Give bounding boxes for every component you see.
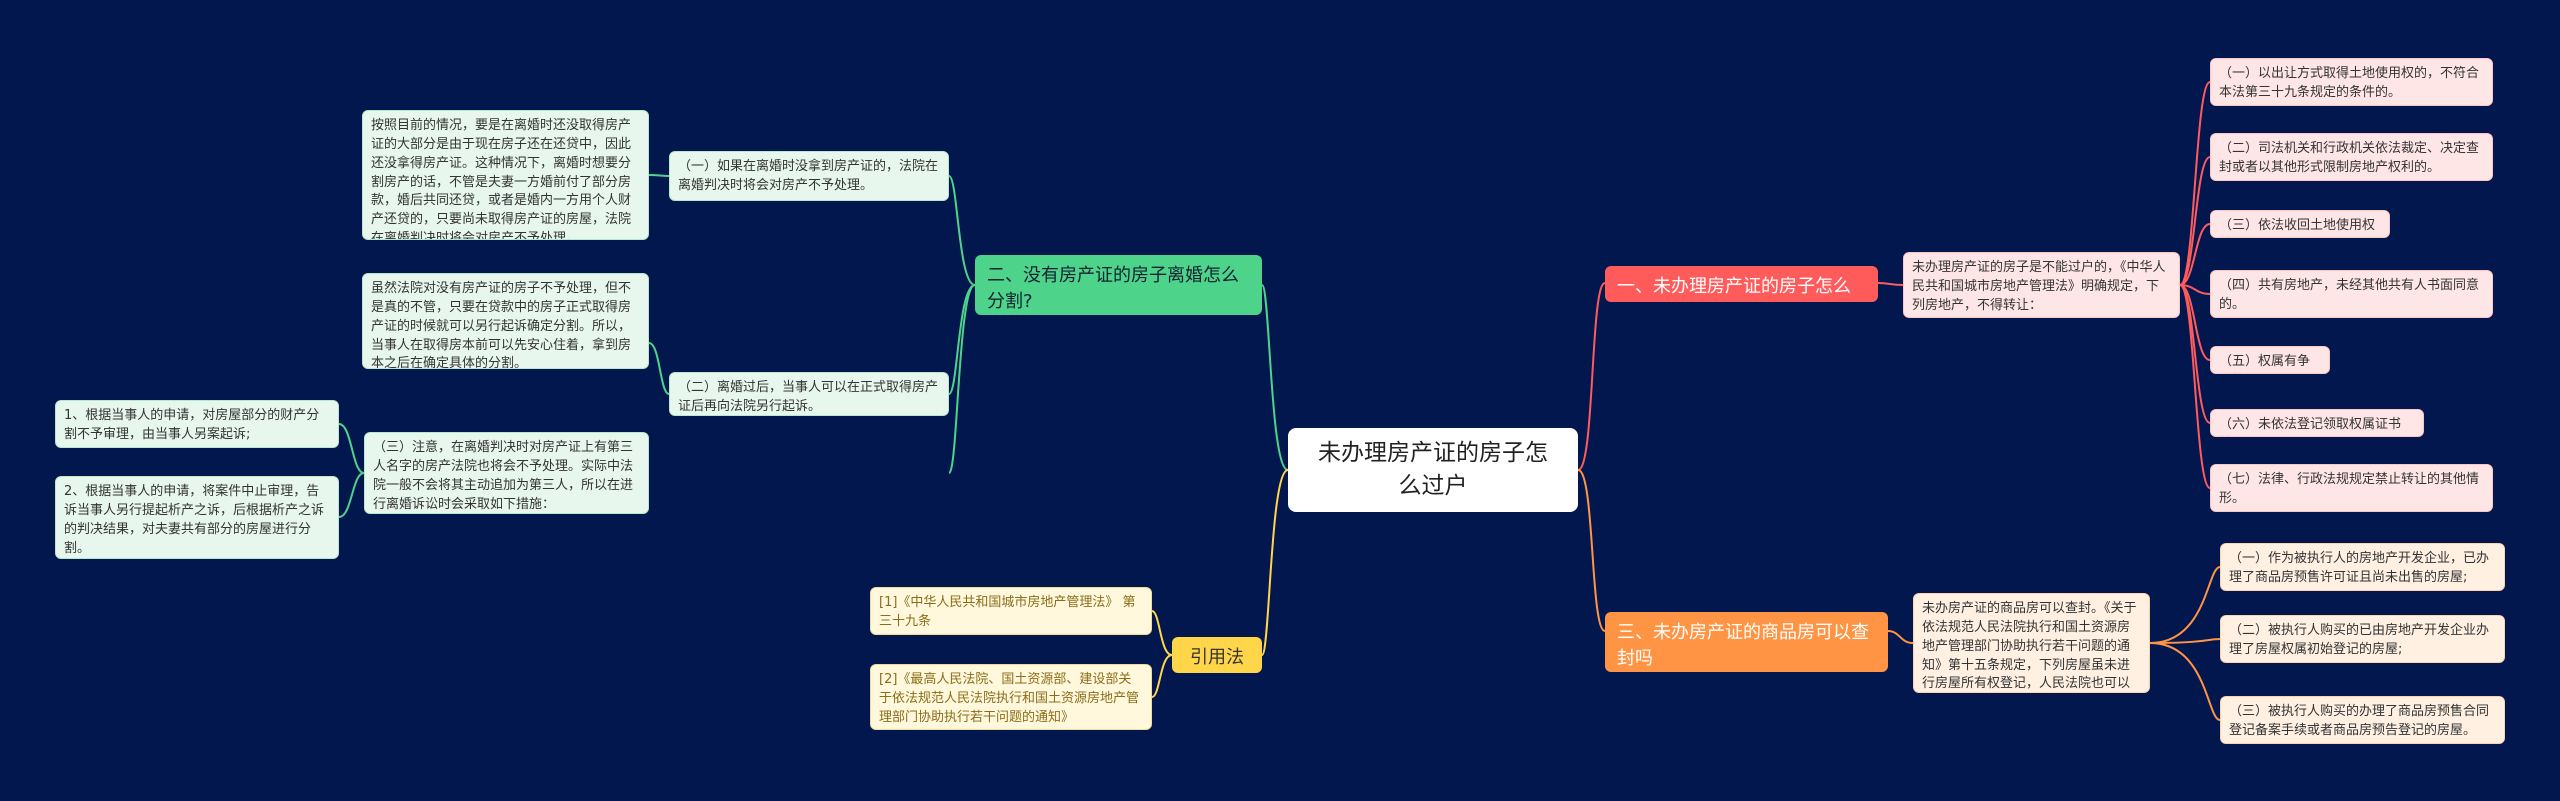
transfer-item-4[interactable]: （四）共有房地产，未经其他共有人书面同意的。: [2210, 270, 2493, 318]
divorce-detail-4-text: 2、根据当事人的申请，将案件中止审理，告诉当事人另行提起析产之诉，后根据析产之诉…: [64, 484, 325, 556]
branch-divorce[interactable]: 二、没有房产证的房子离婚怎么分割?: [975, 255, 1262, 315]
law-item-2[interactable]: [2]《最高人民法院、国土资源部、建设部关于依法规范人民法院执行和国土资源房地产…: [870, 664, 1152, 730]
seal-item-3[interactable]: （三）被执行人购买的办理了商品房预售合同登记备案手续或者商品房预告登记的房屋。: [2220, 696, 2505, 744]
transfer-item-3-text: （三）依法收回土地使用权的。: [2219, 218, 2376, 237]
transfer-item-1-text: （一）以出让方式取得土地使用权的，不符合本法第三十九条规定的条件的。: [2219, 66, 2480, 100]
branch-transfer[interactable]: 一、未办理房产证的房子怎么过户: [1605, 266, 1878, 302]
transfer-item-6[interactable]: （六）未依法登记领取权属证书的。: [2210, 409, 2424, 437]
transfer-item-6-text: （六）未依法登记领取权属证书的。: [2219, 417, 2402, 436]
divorce-item-2[interactable]: （二）离婚过后，当事人可以在正式取得房产证后再向法院另行起诉。: [669, 372, 949, 416]
transfer-item-5-text: （五）权属有争议的。: [2219, 354, 2311, 373]
divorce-detail-2[interactable]: 虽然法院对没有房产证的房子不予处理，但不是真的不管，只要在贷款中的房子正式取得房…: [362, 273, 649, 369]
divorce-detail-1-text: 按照目前的情况，要是在离婚时还没取得房产证的大部分是由于现在房子还在还贷中，因此…: [371, 118, 632, 240]
branch-transfer-title: 一、未办理房产证的房子怎么过户: [1617, 276, 1851, 297]
transfer-item-7[interactable]: （七）法律、行政法规规定禁止转让的其他情形。: [2210, 464, 2493, 512]
root-title: 未办理房产证的房子怎么过户: [1318, 439, 1548, 499]
transfer-summary[interactable]: 未办理房产证的房子是不能过户的，《中华人民共和国城市房地产管理法》明确规定，下列…: [1903, 252, 2180, 318]
divorce-detail-2-text: 虽然法院对没有房产证的房子不予处理，但不是真的不管，只要在贷款中的房子正式取得房…: [371, 281, 632, 369]
divorce-item-1[interactable]: （一）如果在离婚时没拿到房产证的，法院在离婚判决时将会对房产不予处理。: [669, 151, 949, 201]
transfer-item-7-text: （七）法律、行政法规规定禁止转让的其他情形。: [2219, 472, 2480, 506]
law-item-1[interactable]: [1]《中华人民共和国城市房地产管理法》 第三十九条: [870, 587, 1152, 635]
transfer-summary-text: 未办理房产证的房子是不能过户的，《中华人民共和国城市房地产管理法》明确规定，下列…: [1912, 260, 2166, 313]
transfer-item-4-text: （四）共有房地产，未经其他共有人书面同意的。: [2219, 278, 2480, 312]
divorce-detail-4[interactable]: 2、根据当事人的申请，将案件中止审理，告诉当事人另行提起析产之诉，后根据析产之诉…: [55, 476, 339, 559]
seal-item-1[interactable]: （一）作为被执行人的房地产开发企业，已办理了商品房预售许可证且尚未出售的房屋;: [2220, 543, 2505, 591]
divorce-item-2-text: （二）离婚过后，当事人可以在正式取得房产证后再向法院另行起诉。: [678, 380, 939, 414]
seal-item-2-text: （二）被执行人购买的已由房地产开发企业办理了房屋权属初始登记的房屋;: [2229, 623, 2490, 657]
law-item-2-text: [2]《最高人民法院、国土资源部、建设部关于依法规范人民法院执行和国土资源房地产…: [879, 672, 1140, 725]
divorce-item-3-text: （三）注意，在离婚判决时对房产证上有第三人名字的房产法院也将会不予处理。实际中法…: [373, 440, 634, 512]
transfer-item-5[interactable]: （五）权属有争议的。: [2210, 346, 2330, 374]
root-topic[interactable]: 未办理房产证的房子怎么过户: [1288, 428, 1578, 512]
divorce-detail-3-text: 1、根据当事人的申请，对房屋部分的财产分割不予审理，由当事人另案起诉;: [64, 408, 320, 442]
branch-laws-title: 引用法条: [1190, 647, 1244, 668]
branch-seal-title: 三、未办房产证的商品房可以查封吗: [1617, 622, 1869, 670]
transfer-item-2[interactable]: （二）司法机关和行政机关依法裁定、决定查封或者以其他形式限制房地产权利的。: [2210, 133, 2493, 181]
seal-summary[interactable]: 未办房产证的商品房可以查封。《关于依法规范人民法院执行和国土资源房地产管理部门协…: [1913, 593, 2150, 693]
transfer-item-2-text: （二）司法机关和行政机关依法裁定、决定查封或者以其他形式限制房地产权利的。: [2219, 141, 2480, 175]
transfer-item-1[interactable]: （一）以出让方式取得土地使用权的，不符合本法第三十九条规定的条件的。: [2210, 58, 2493, 106]
branch-divorce-title: 二、没有房产证的房子离婚怎么分割?: [987, 265, 1239, 313]
transfer-item-3[interactable]: （三）依法收回土地使用权的。: [2210, 210, 2390, 238]
seal-item-3-text: （三）被执行人购买的办理了商品房预售合同登记备案手续或者商品房预告登记的房屋。: [2229, 704, 2490, 738]
seal-item-1-text: （一）作为被执行人的房地产开发企业，已办理了商品房预售许可证且尚未出售的房屋;: [2229, 551, 2490, 585]
branch-seal[interactable]: 三、未办房产证的商品房可以查封吗: [1605, 612, 1888, 672]
divorce-item-3[interactable]: （三）注意，在离婚判决时对房产证上有第三人名字的房产法院也将会不予处理。实际中法…: [364, 432, 649, 514]
seal-item-2[interactable]: （二）被执行人购买的已由房地产开发企业办理了房屋权属初始登记的房屋;: [2220, 615, 2505, 663]
seal-summary-text: 未办房产证的商品房可以查封。《关于依法规范人民法院执行和国土资源房地产管理部门协…: [1922, 601, 2137, 692]
branch-laws[interactable]: 引用法条: [1172, 637, 1262, 673]
law-item-1-text: [1]《中华人民共和国城市房地产管理法》 第三十九条: [879, 595, 1136, 629]
divorce-detail-1[interactable]: 按照目前的情况，要是在离婚时还没取得房产证的大部分是由于现在房子还在还贷中，因此…: [362, 110, 649, 240]
divorce-item-1-text: （一）如果在离婚时没拿到房产证的，法院在离婚判决时将会对房产不予处理。: [678, 159, 939, 193]
divorce-detail-3[interactable]: 1、根据当事人的申请，对房屋部分的财产分割不予审理，由当事人另案起诉;: [55, 400, 339, 448]
